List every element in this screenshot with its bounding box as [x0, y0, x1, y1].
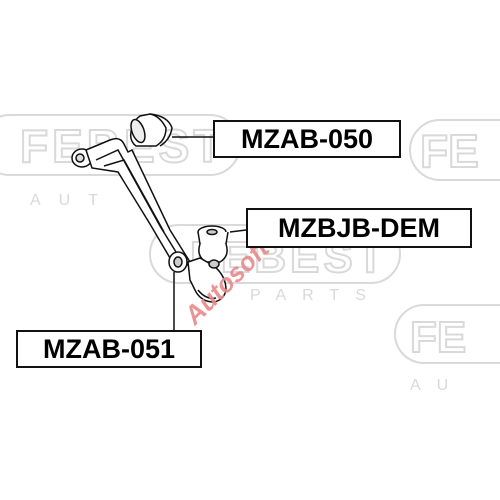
control-arm-drawing	[71, 137, 191, 330]
brand-sub-left-text: AUT	[30, 192, 116, 209]
brand-sub-middle-text: PARTS	[250, 287, 382, 304]
brand-watermark-right-text: FE	[420, 125, 479, 177]
upper-bushing-drawing	[129, 113, 213, 147]
brand-watermark-right: FE	[409, 119, 500, 181]
part-label-upper-bushing: MZAB-050	[213, 120, 401, 158]
brand-watermark-lower-right: FE AU	[394, 304, 500, 394]
brand-watermark-lower-right-text: FE	[410, 313, 466, 362]
brand-sub-lower-right-text: AU	[410, 377, 464, 394]
ball-joint-drawing	[187, 225, 247, 303]
part-label-ball-joint: MZBJB-DEM	[246, 208, 472, 248]
part-label-lower-bushing: MZAB-051	[16, 330, 202, 368]
